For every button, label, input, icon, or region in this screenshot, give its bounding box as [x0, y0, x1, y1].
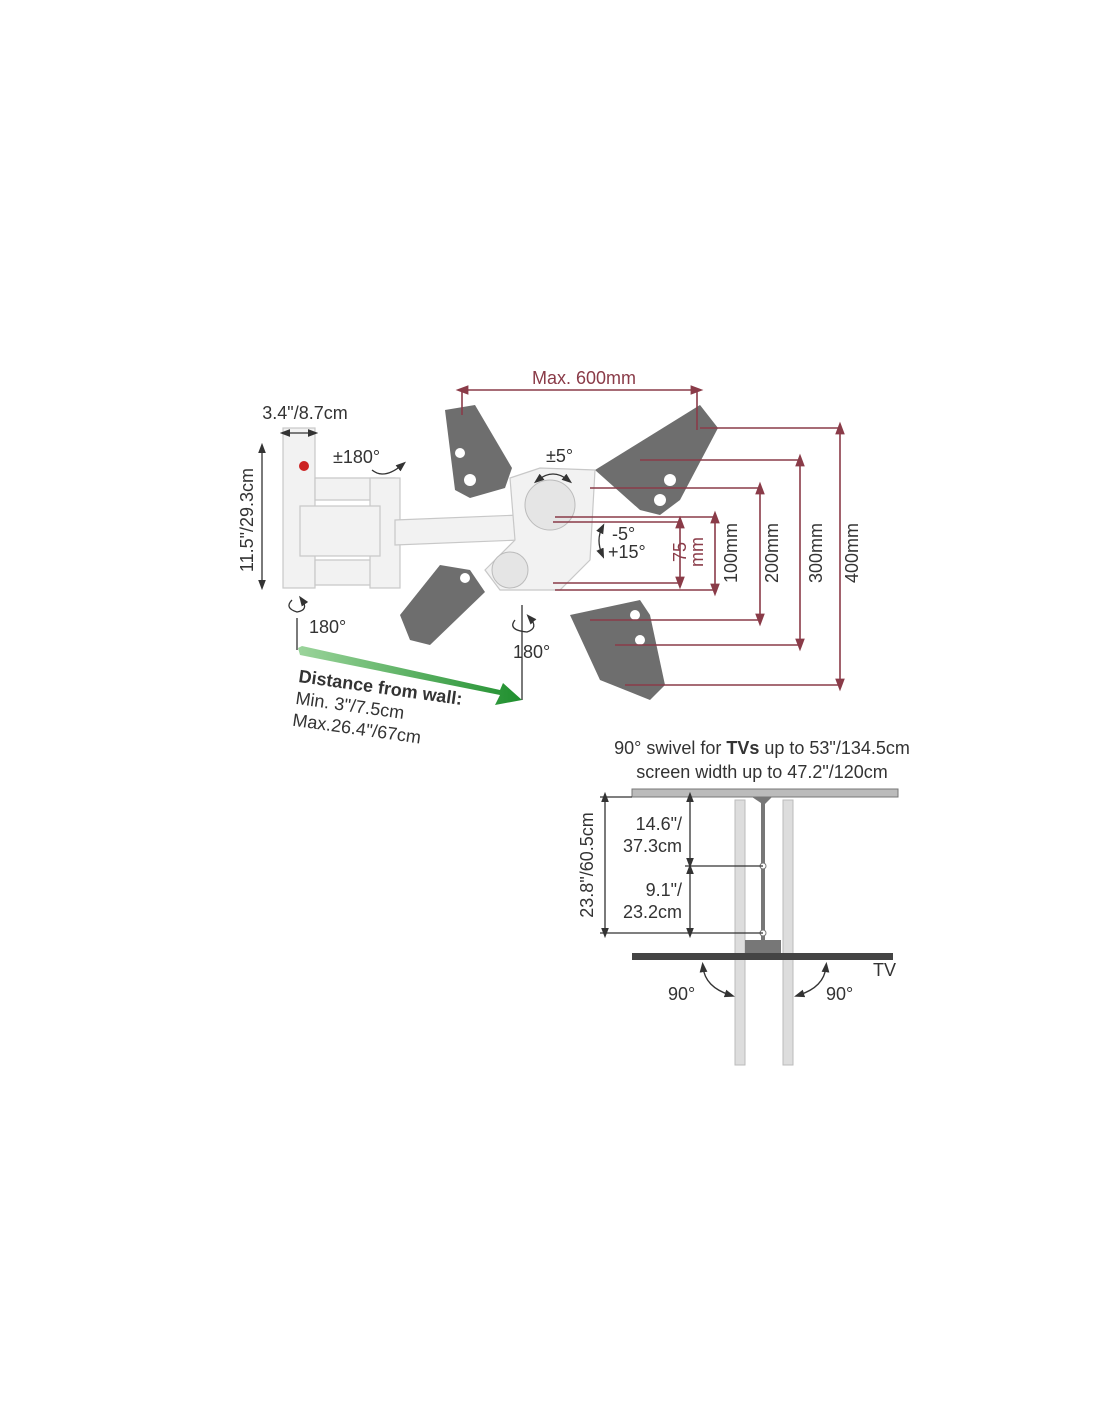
- articulating-arm: [299, 477, 521, 589]
- vesa-400-label: 400mm: [842, 523, 862, 583]
- swivel-left-label: 90°: [668, 984, 695, 1004]
- lower-arm-cm: 23.2cm: [623, 902, 682, 922]
- rotate-arrow-icon: [371, 461, 406, 475]
- swivel-arrow-icon: [533, 473, 573, 484]
- vesa-75-unit: mm: [687, 537, 707, 567]
- swivel-label: ±5°: [546, 446, 573, 466]
- distance-arrow: [298, 646, 522, 705]
- vesa-100-label: 100mm: [721, 523, 741, 583]
- tilt-arrow-icon: [596, 523, 605, 559]
- swivel-caption-line1: 90° swivel for TVs up to 53"/134.5cm: [614, 738, 910, 758]
- arm-top-view: [745, 797, 781, 953]
- plate-width-label: 3.4"/8.7cm: [262, 403, 347, 423]
- swivel-left-arrow-icon: [699, 961, 735, 998]
- upper-arm-cm: 37.3cm: [623, 836, 682, 856]
- swivel-right-arrow-icon: [794, 961, 830, 998]
- wall-section: [631, 788, 899, 798]
- tv-label: TV: [873, 960, 896, 980]
- vesa-plate-bottom-left: [400, 565, 485, 645]
- plate-height-label: 11.5"/29.3cm: [237, 468, 257, 572]
- lock-indicator-icon: [299, 461, 309, 471]
- vesa-plate-top-left: [445, 405, 512, 498]
- vesa-300-label: 300mm: [806, 523, 826, 583]
- tilt-head: [484, 467, 596, 591]
- upper-arm-inch: 14.6"/: [636, 814, 682, 834]
- max-width-label: Max. 600mm: [532, 368, 636, 388]
- tilt-down-label: -5°: [612, 524, 635, 544]
- tilt-up-label: +15°: [608, 542, 646, 562]
- swivel-caption-line2: screen width up to 47.2"/120cm: [636, 762, 888, 782]
- tv-top-view: [632, 953, 893, 960]
- head-rotate-icon: [512, 614, 537, 633]
- vesa-75-label: 75: [670, 542, 690, 562]
- arm-rotation-label: ±180°: [333, 447, 380, 467]
- wall-rotate-icon: [288, 595, 309, 613]
- head-rotation-label: 180°: [513, 642, 550, 662]
- vesa-plate-bottom-right: [570, 600, 665, 700]
- swivel-right-label: 90°: [826, 984, 853, 1004]
- lower-arm-inch: 9.1"/: [646, 880, 682, 900]
- total-depth-label: 23.8"/60.5cm: [577, 812, 597, 917]
- wall-rotation-label: 180°: [309, 617, 346, 637]
- vesa-dimensions: [553, 421, 845, 692]
- vesa-200-label: 200mm: [762, 523, 782, 583]
